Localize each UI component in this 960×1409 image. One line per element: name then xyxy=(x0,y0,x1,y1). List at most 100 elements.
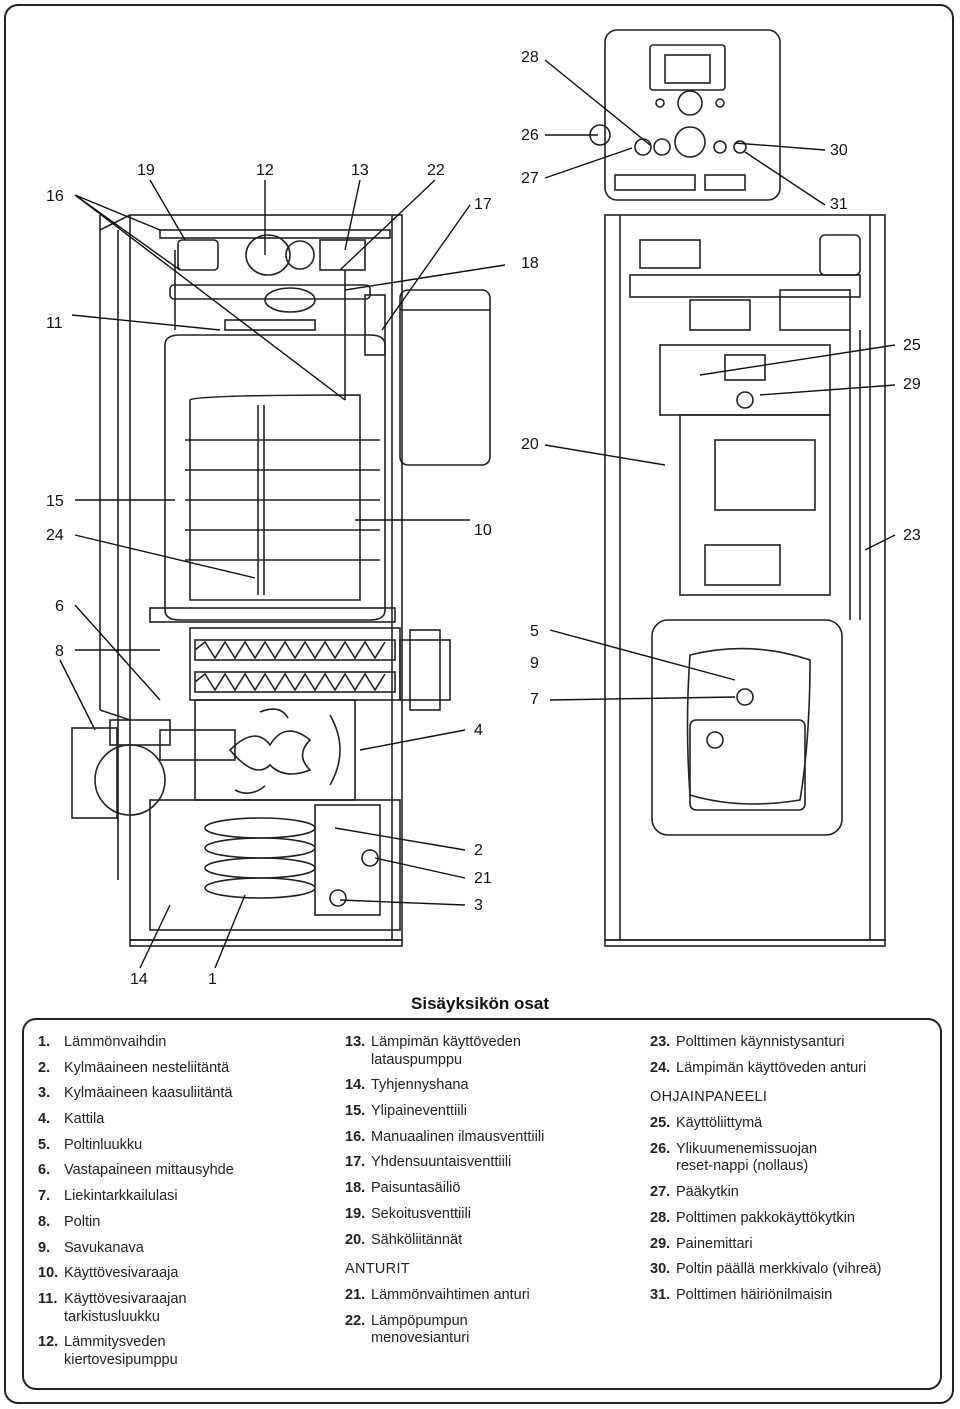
legend-item: 11.Käyttövesivaraajan tarkistusluukku xyxy=(38,1291,234,1326)
legend-item-number: 25. xyxy=(650,1115,671,1132)
legend-item: 8. Poltin xyxy=(38,1214,234,1232)
legend-item: 4. Kattila xyxy=(38,1111,234,1129)
legend-item: 7. Liekintarkkailulasi xyxy=(38,1188,234,1206)
legend-item-number: 6. xyxy=(38,1162,51,1179)
callout-30: 30 xyxy=(830,142,848,159)
legend-item-text: Ylipaineventtiili xyxy=(371,1103,467,1120)
right-unit-pipework xyxy=(629,234,861,620)
legend-item: 20. Sähköliitännät xyxy=(345,1232,544,1250)
legend-item-text: Manuaalinen ilmausventtiili xyxy=(371,1128,545,1145)
legend-item: 10.Käyttövesivaraaja xyxy=(38,1265,234,1283)
legend-item: 23.Polttimen käynnistysanturi xyxy=(650,1034,882,1052)
legend-item-number: 24. xyxy=(650,1059,671,1076)
callout-11: 11 xyxy=(46,315,63,332)
legend-item: 25. Käyttöliittymä xyxy=(650,1115,882,1133)
callout-19: 19 xyxy=(137,162,155,179)
legend-item-number: 16. xyxy=(345,1128,366,1145)
legend-item-number: 30. xyxy=(650,1261,671,1278)
legend-item-number: 9. xyxy=(38,1239,51,1256)
legend-item-text: Poltin päällä merkkivalo (vihreä) xyxy=(676,1261,882,1278)
legend-item-number: 19. xyxy=(345,1205,366,1222)
callout-16: 16 xyxy=(46,188,64,205)
callout-13: 13 xyxy=(351,162,369,179)
callout-9: 9 xyxy=(530,655,539,672)
callout-8: 8 xyxy=(55,643,64,660)
legend-item-text: Paisuntasäiliö xyxy=(371,1180,461,1197)
callout-12: 12 xyxy=(256,162,274,179)
legend-item-text: Lämpöpumpun menovesianturi xyxy=(371,1312,470,1347)
callout-5: 5 xyxy=(530,623,539,640)
legend-item: 1.Lämmönvaihdin xyxy=(38,1034,234,1052)
legend-item: 2.Kylmäaineen nesteliitäntä xyxy=(38,1060,234,1078)
coil-exchanger xyxy=(149,799,401,931)
legend-item-number: 20. xyxy=(345,1231,366,1248)
legend-item-number: 12. xyxy=(38,1334,59,1351)
legend-item-text: Liekintarkkailulasi xyxy=(64,1188,178,1205)
legend-item: 28.Polttimen pakkokäyttökytkin xyxy=(650,1210,882,1228)
burner-door xyxy=(651,619,843,836)
legend-item-text: Lämmitysveden kiertovesipumppu xyxy=(64,1334,178,1368)
legend-item-number: 29. xyxy=(650,1235,671,1252)
callout-4: 4 xyxy=(474,722,483,739)
callout-27: 27 xyxy=(521,170,539,187)
legend-item-number: 17. xyxy=(345,1154,366,1171)
legend-item-number: 2. xyxy=(38,1059,51,1076)
legend-item: 24. Lämpimän käyttöveden anturi xyxy=(650,1060,882,1078)
legend-item-number: 7. xyxy=(38,1188,51,1205)
dhw-tank xyxy=(149,334,396,623)
callout-29: 29 xyxy=(903,376,921,393)
legend-item: 26. Ylikuumenemissuojan reset-nappi (noll… xyxy=(650,1141,882,1176)
legend-item: 15.Ylipaineventtiili xyxy=(345,1103,544,1121)
legend-item: 6.Vastapaineen mittausyhde xyxy=(38,1162,234,1180)
legend-item: 30. Poltin päällä merkkivalo (vihreä) xyxy=(650,1261,882,1279)
legend-item-text: Käyttöliittymä xyxy=(676,1115,763,1132)
legend-item-number: 23. xyxy=(650,1034,671,1050)
callout-31: 31 xyxy=(830,196,848,213)
legend-item-text: Kattila xyxy=(64,1111,105,1128)
legend-item-text: Käyttövesivaraajan tarkistusluukku xyxy=(64,1290,187,1325)
legend-item: 9. Savukanava xyxy=(38,1240,234,1258)
legend-item-text: Sähköliitännät xyxy=(371,1231,463,1248)
legend-item-number: 8. xyxy=(38,1213,51,1230)
legend-item: 22.Lämpöpumpun menovesianturi xyxy=(345,1313,544,1348)
legend-column-3: 23.Polttimen käynnistysanturi 24. Lämpimän… xyxy=(650,1034,882,1313)
callout-15: 15 xyxy=(46,493,64,510)
legend-item: 14.Tyhjennyshana xyxy=(345,1077,544,1095)
legend-item: 27. Pääkytkin xyxy=(650,1184,882,1202)
callout-17: 17 xyxy=(474,196,492,213)
legend-item-text: Poltin xyxy=(64,1213,101,1230)
legend-item: 29.Painemittari xyxy=(650,1236,882,1254)
legend-item-number: 4. xyxy=(38,1111,51,1128)
legend-column-1: 1.Lämmönvaihdin 2.Kylmäaineen nesteliitän… xyxy=(38,1034,234,1378)
legend-item: 21.Lämmönvaihtimen anturi xyxy=(345,1287,544,1305)
legend-item-text: Polttimen pakkokäyttökytkin xyxy=(676,1209,855,1226)
boiler-exchanger xyxy=(189,627,451,711)
expansion-vessel xyxy=(399,289,491,466)
legend-item-number: 26. xyxy=(650,1140,671,1157)
legend-item-number: 31. xyxy=(650,1286,671,1303)
legend-item: 19. Sekoitusventtiili xyxy=(345,1206,544,1224)
legend-item-number: 1. xyxy=(38,1034,51,1050)
legend-item-number: 21. xyxy=(345,1286,366,1303)
legend-item-text: Pääkytkin xyxy=(676,1184,739,1201)
legend-item-number: 27. xyxy=(650,1184,671,1201)
legend-item-text: Tyhjennyshana xyxy=(371,1077,469,1094)
legend-item-text: Poltinluukku xyxy=(64,1136,143,1153)
legend-item-number: 5. xyxy=(38,1136,51,1153)
legend-item-text: Ylikuumenemissuojan reset-nappi (nollaus… xyxy=(676,1140,818,1175)
legend-item-text: Lämpimän käyttöveden anturi xyxy=(676,1059,867,1076)
legend-item-text: Sekoitusventtiili xyxy=(371,1205,471,1222)
callout-25: 25 xyxy=(903,337,921,354)
legend-item-number: 3. xyxy=(38,1085,51,1102)
callout-10: 10 xyxy=(474,522,492,539)
callout-2: 2 xyxy=(474,842,483,859)
legend-item: 17.Yhdensuuntaisventtiili xyxy=(345,1154,544,1172)
callout-14: 14 xyxy=(130,971,148,988)
callout-26: 26 xyxy=(521,127,539,144)
legend-item-number: 18. xyxy=(345,1180,366,1197)
legend-item-text: Lämpimän käyttöveden latauspumppu xyxy=(371,1034,521,1068)
legend-item: 3.Kylmäaineen kaasuliitäntä xyxy=(38,1085,234,1103)
legend-box xyxy=(22,1018,942,1390)
callout-6: 6 xyxy=(55,598,64,615)
legend-item-text: Savukanava xyxy=(64,1239,144,1256)
